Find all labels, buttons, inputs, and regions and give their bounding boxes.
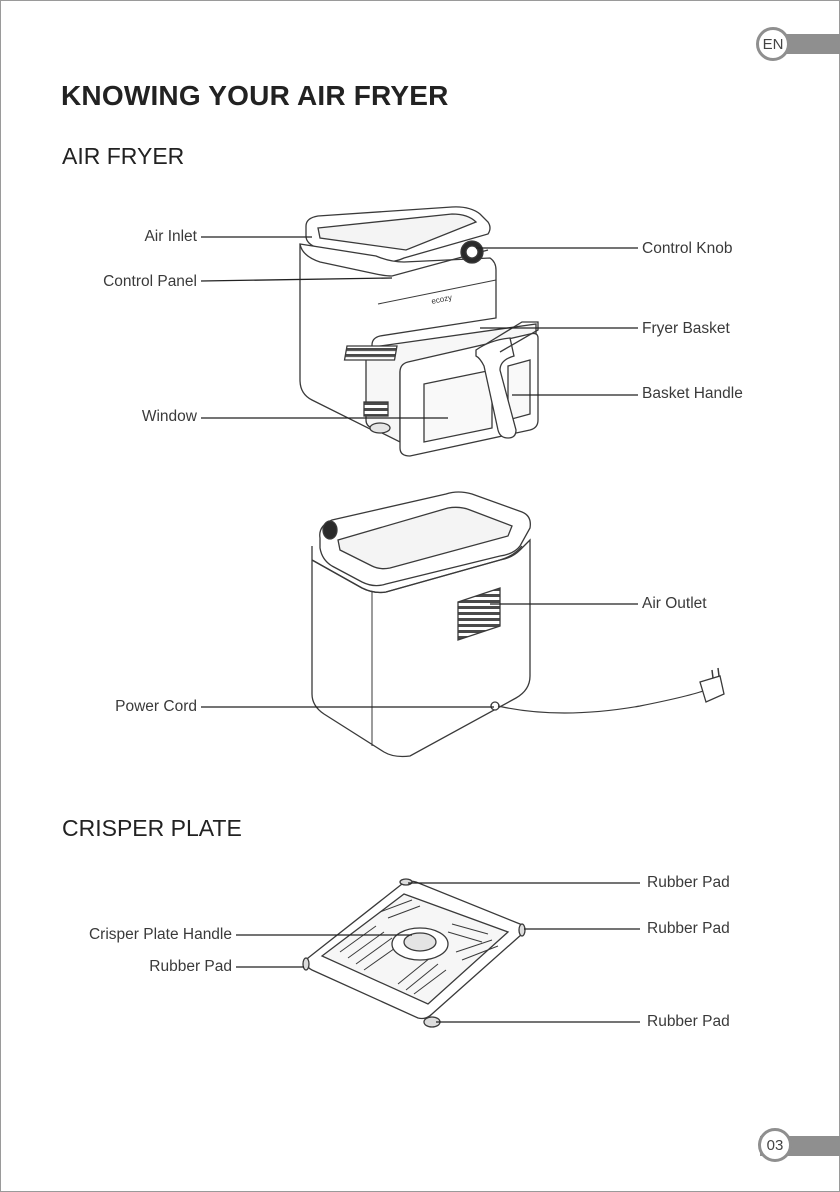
air-fryer-back-illustration: [312, 492, 724, 757]
crisper-plate-illustration: [303, 879, 525, 1027]
